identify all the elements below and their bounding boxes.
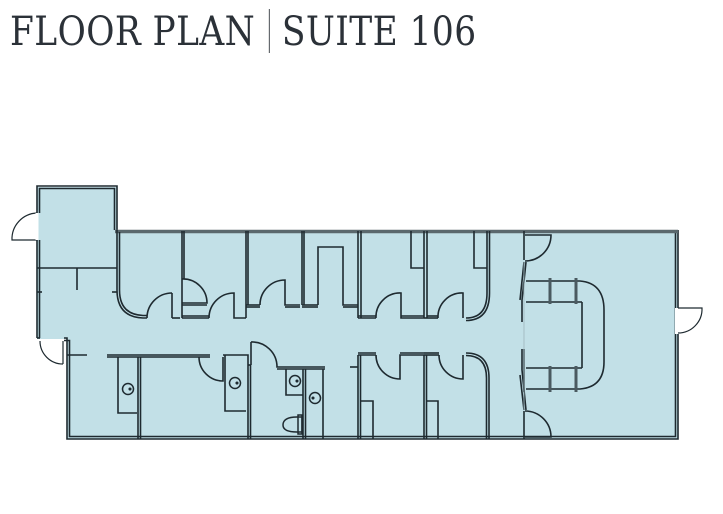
door-exterior-right [675,307,703,334]
toilet-icon [282,414,303,435]
interior-walls [37,230,605,439]
sink-icon [308,391,322,405]
title-suite: SUITE 106 [281,9,477,55]
title-floor-plan: FLOOR PLAN [10,9,256,55]
door-exterior-left-bottom [39,339,64,365]
sink-icon [288,374,302,388]
restroom-fixtures [121,374,322,435]
conference-chairs [548,278,578,392]
door-exterior-left-top [11,212,39,241]
page-title: FLOOR PLAN SUITE 106 [10,4,477,60]
exterior-walls [36,185,679,440]
sink-icon [121,382,135,396]
sink-icon [228,376,242,390]
floor-fill [37,187,678,439]
title-separator [268,9,270,53]
